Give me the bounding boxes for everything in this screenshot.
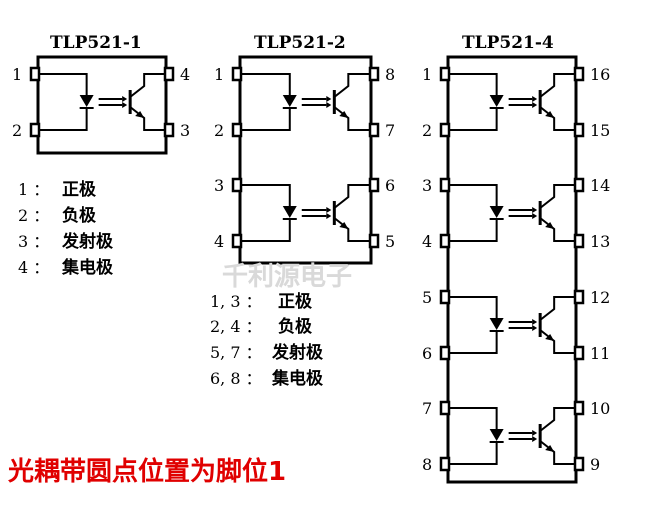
legend2-num: 6, 8 ： [210, 369, 262, 388]
pin-pad-left [439, 233, 451, 249]
optocoupler-unit [448, 407, 576, 465]
pin-pad-right [368, 233, 380, 249]
pin-label-right: 11 [590, 344, 610, 363]
pin-pad-left [29, 66, 41, 82]
chip-title-tlp521-4: TLP521-4 [462, 33, 554, 53]
pin-pad-right [573, 456, 585, 472]
pin-pad-left [439, 177, 451, 193]
pin-label-right: 7 [385, 121, 395, 140]
chip-body-tlp521-2 [238, 55, 373, 265]
legend-tlp521-2: 1, 3 ： 正极 2, 4 ： 负极 5, 7 ： 发射极 6, 8 ： 集电… [210, 292, 323, 389]
pin-pad-right [163, 66, 175, 82]
pin-label-right: 13 [590, 232, 610, 251]
pin-pad-right [573, 122, 585, 138]
chip-title-tlp521-2: TLP521-2 [254, 33, 346, 53]
legend1-label: 负极 [62, 205, 96, 226]
pin-label-left: 6 [422, 344, 432, 363]
pin-pad-left [231, 122, 243, 138]
pin-label-right: 14 [590, 176, 610, 195]
pin-label-left: 1 [214, 65, 224, 84]
legend2-num: 1, 3 ： [210, 292, 262, 311]
legend1-num: 2 ： [18, 206, 49, 225]
pin1-dot-note: 光耦带圆点位置为脚位1 [7, 456, 286, 487]
pin-pad-right [368, 177, 380, 193]
pin-label-left: 4 [422, 232, 432, 251]
optocoupler-unit [448, 296, 576, 354]
pin-label-right: 15 [590, 121, 610, 140]
legend1-label: 正极 [62, 180, 96, 200]
pin-pad-right [573, 400, 585, 416]
pin-label-right: 10 [590, 399, 610, 418]
pin-label-left: 3 [214, 176, 224, 195]
pin-label-right: 6 [385, 176, 395, 195]
pin-label-right: 12 [590, 288, 610, 307]
pin-pad-right [368, 122, 380, 138]
pin-label-left: 3 [422, 176, 432, 195]
led-diode-icon [489, 429, 504, 441]
legend2-label: 发射极 [271, 342, 323, 363]
legend1-num: 1 ： [18, 180, 49, 199]
legend-tlp521-1: 1 ： 正极 2 ： 负极 3 ： 发射极 4 ： 集电极 [18, 180, 113, 278]
pin-pad-left [439, 289, 451, 305]
pin-pad-left [439, 345, 451, 361]
legend2-num: 5, 7 ： [210, 343, 262, 362]
pin-label-left: 5 [422, 288, 432, 307]
pin-pad-left [439, 122, 451, 138]
led-diode-icon [489, 95, 504, 107]
legend1-label: 集电极 [61, 257, 113, 278]
pin-pad-right [163, 122, 175, 138]
optocoupler-unit [240, 73, 371, 131]
pin-pad-left [231, 66, 243, 82]
pin-label-right: 8 [385, 65, 395, 84]
pin-label-left: 4 [214, 232, 224, 251]
legend2-label: 正极 [278, 292, 312, 312]
pin-pad-right [573, 66, 585, 82]
pin-pad-left [439, 400, 451, 416]
chip-body-tlp521-1 [36, 55, 168, 155]
led-diode-icon [282, 95, 297, 107]
pin-label-left: 2 [12, 121, 22, 140]
legend1-num: 4 ： [18, 258, 49, 277]
pin-pad-right [368, 66, 380, 82]
pin-pad-left [29, 122, 41, 138]
led-diode-icon [489, 318, 504, 330]
chip-body-tlp521-4 [446, 55, 578, 484]
pin-label-right: 3 [180, 121, 190, 140]
pin-label-right: 5 [385, 232, 395, 251]
coupler-circuits [38, 73, 576, 465]
pin-label-left: 1 [12, 65, 22, 84]
chip-title-tlp521-1: TLP521-1 [50, 33, 142, 53]
watermark-text: 千利源电子 [222, 262, 352, 292]
led-diode-icon [282, 206, 297, 218]
legend2-label: 负极 [278, 316, 312, 337]
pin-pad-left [439, 66, 451, 82]
pin-label-right: 16 [590, 65, 610, 84]
pin-pad-left [231, 233, 243, 249]
pin-pad-right [573, 345, 585, 361]
pin-label-right: 4 [180, 65, 190, 84]
pin-label-left: 2 [214, 121, 224, 140]
pin-label-left: 1 [422, 65, 432, 84]
legend1-num: 3 ： [18, 232, 49, 251]
optocoupler-unit [448, 184, 576, 242]
legend1-label: 发射极 [61, 231, 113, 252]
led-diode-icon [489, 206, 504, 218]
pin-label-left: 7 [422, 399, 432, 418]
pin-pad-right [573, 177, 585, 193]
pin-label-left: 8 [422, 455, 432, 474]
pin-pad-left [231, 177, 243, 193]
pin-pad-right [573, 289, 585, 305]
legend2-label: 集电极 [271, 368, 323, 389]
optocoupler-unit [448, 73, 576, 131]
pin-pad-right [573, 233, 585, 249]
optocoupler-unit [240, 184, 371, 242]
pin-label-right: 9 [590, 455, 600, 474]
legend2-num: 2, 4 ： [210, 317, 262, 336]
pin-label-left: 2 [422, 121, 432, 140]
pin-pad-left [439, 456, 451, 472]
led-diode-icon [79, 95, 94, 107]
optocoupler-unit [38, 73, 166, 131]
